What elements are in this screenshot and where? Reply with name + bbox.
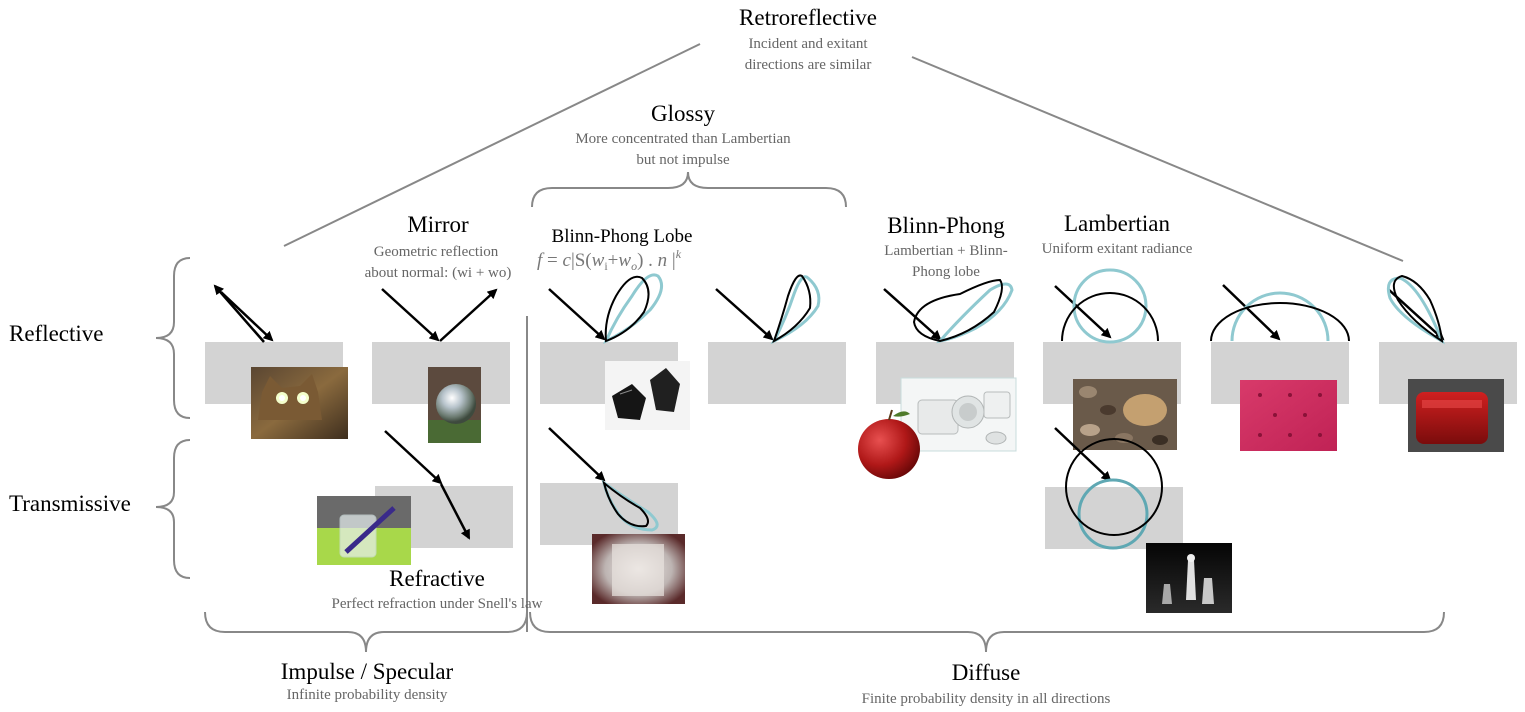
- lambertian-subtitle-1: Uniform exitant radiance: [1042, 241, 1193, 257]
- refract-transmitted-ray: [439, 483, 471, 540]
- refractive-subtitle-1: Perfect refraction under Snell's law: [332, 596, 543, 612]
- blinn-phong-subtitle-1: Lambertian + Blinn-: [884, 243, 1007, 259]
- lambertian-transmit-incident-ray: [1054, 427, 1112, 482]
- retro-2-black-lobe: [1392, 274, 1444, 343]
- tail-light-photo: [1408, 379, 1504, 452]
- surface-glossy-2: [708, 342, 846, 404]
- lambertian-transmit-black-lower: [1065, 486, 1163, 536]
- lambertian-2-incident-ray: [1222, 284, 1281, 341]
- refractive-title: Refractive: [389, 566, 485, 591]
- obsidian-photo: [605, 361, 690, 430]
- retroreflective-subtitle-1: Incident and exitant: [748, 36, 868, 52]
- glossy-2-teal-lobe: [770, 275, 821, 345]
- surface-lambertian-transmit: [1045, 487, 1183, 549]
- impulse-subtitle-1: Infinite probability density: [287, 687, 448, 703]
- glossy-subtitle-2: but not impulse: [636, 152, 730, 168]
- glossy-title: Glossy: [651, 101, 715, 126]
- apple-photo: [858, 409, 920, 479]
- glass-water-photo: [317, 496, 411, 565]
- lambertian-1-incident-ray: [1054, 285, 1112, 339]
- roof-left-line: [283, 43, 701, 247]
- glossy-1-teal-lobe: [603, 273, 664, 344]
- blinn-phong-subtitle-2: Phong lobe: [912, 264, 980, 280]
- blinn-phong-black-lobe: [912, 278, 1003, 343]
- impulse-title: Impulse / Specular: [281, 659, 454, 684]
- reflective-brace: [155, 257, 191, 419]
- glossy-1-black-lobe: [604, 275, 650, 343]
- glossy-2-incident-ray: [715, 288, 774, 341]
- glossy-1-incident-ray: [548, 288, 606, 341]
- diffuse-brace: [529, 611, 1445, 653]
- roof-right-line: [911, 56, 1404, 262]
- reflective-label: Reflective: [9, 321, 104, 346]
- lambertian-2-black-dome: [1210, 302, 1350, 342]
- retro-1-exitant-ray: [213, 284, 265, 343]
- chess-photo: [1146, 543, 1232, 613]
- diffuse-subtitle-1: Finite probability density in all direct…: [862, 691, 1111, 707]
- retro-2-teal-lobe: [1386, 276, 1445, 345]
- retroreflective-roof: [283, 43, 1404, 262]
- blinn-phong-incident-ray: [883, 288, 942, 341]
- retroreflective-title: Retroreflective: [739, 5, 877, 30]
- glossy-transmit-incident-ray: [548, 427, 606, 482]
- blinn-phong-lobe-formula: f = c|S(wi+wo) . n |k: [537, 247, 682, 273]
- pvc-pipes-photo: [900, 377, 1017, 452]
- mirror-subtitle-1: Geometric reflection: [374, 244, 499, 260]
- glossy-transmit-black-lobe: [602, 480, 649, 528]
- glossy-2-black-lobe: [772, 274, 812, 344]
- lambertian-2-teal-dome: [1230, 291, 1330, 342]
- lambertian-transmit-teal-sphere: [1077, 478, 1149, 550]
- mirror-ball-photo: [428, 367, 481, 443]
- transmissive-label: Transmissive: [9, 491, 131, 516]
- refract-incident-ray: [384, 430, 443, 485]
- impulse-brace: [204, 611, 528, 653]
- pebbles-photo: [1073, 379, 1177, 450]
- mirror-subtitle-2: about normal: (wi + wo): [365, 265, 512, 281]
- lambertian-title: Lambertian: [1064, 211, 1171, 236]
- lambertian-transmit-black-hemisphere: [1065, 438, 1163, 488]
- frosted-glass-photo: [592, 534, 685, 604]
- diffuse-title: Diffuse: [952, 660, 1021, 685]
- glossy-subtitle-1: More concentrated than Lambertian: [575, 131, 791, 147]
- retroreflective-subtitle-2: directions are similar: [745, 57, 872, 73]
- lobes: [601, 268, 1445, 550]
- glossy-bracket: [531, 171, 847, 208]
- transmissive-brace: [155, 439, 191, 579]
- mirror-reflected-ray: [439, 288, 498, 342]
- lambertian-1-black-hemisphere: [1061, 292, 1159, 342]
- lambertian-1-teal-sphere: [1072, 268, 1148, 344]
- blinn-phong-lobe-title: Blinn-Phong Lobe: [552, 226, 693, 247]
- mirror-incident-ray: [381, 288, 440, 342]
- retro-1-incident-ray: [220, 291, 274, 342]
- cat-eyes-photo: [251, 367, 348, 439]
- mirror-title: Mirror: [407, 212, 469, 237]
- labels: Retroreflective Incident and exitant dir…: [9, 5, 1193, 707]
- blinn-phong-title: Blinn-Phong: [887, 213, 1005, 238]
- velvet-photo: [1240, 380, 1337, 451]
